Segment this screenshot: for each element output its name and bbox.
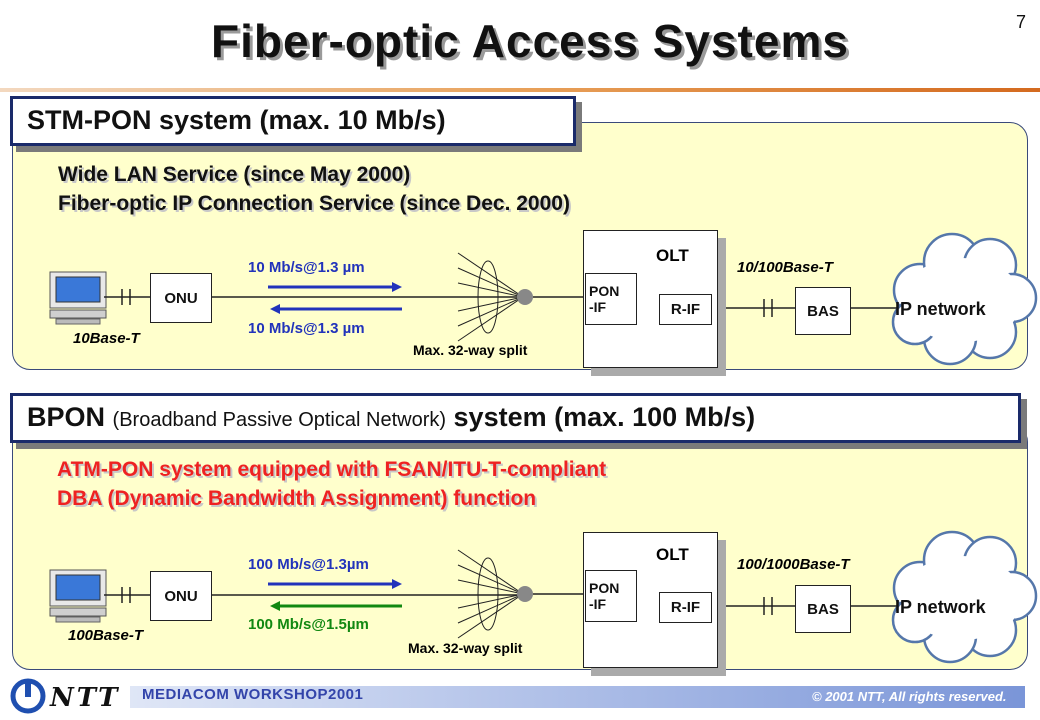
stm-pon-header-text: STM-PON system (max. 10 Mb/s) xyxy=(27,105,446,135)
bpon-description: ATM-PON system equipped with FSAN/ITU-T-… xyxy=(57,455,606,513)
stm-pon-if-label-1: PON xyxy=(589,283,620,299)
stm-upstream-arrow xyxy=(270,304,402,314)
bpon-header-tail: system (max. 100 Mb/s) xyxy=(453,402,756,432)
stm-pon-if-label-2: -IF xyxy=(589,299,607,315)
bpon-description-line-1: ATM-PON system equipped with FSAN/ITU-T-… xyxy=(57,458,607,481)
stm-onu-label: ONU xyxy=(164,289,198,307)
page-number: 7 xyxy=(1015,12,1026,32)
bpon-panel xyxy=(12,424,1028,670)
bpon-header-sub: (Broadband Passive Optical Network) xyxy=(112,409,447,431)
stm-olt-label: OLT xyxy=(656,246,689,265)
stm-computer-icon xyxy=(49,271,107,325)
bpon-onu-label: ONU xyxy=(164,587,198,605)
stm-bas-label: BAS xyxy=(807,302,839,320)
stm-downstream-arrow xyxy=(268,282,402,292)
stm-pon-if-box: PON -IF xyxy=(585,273,637,325)
ntt-logo-text: NTT xyxy=(50,683,121,713)
stm-client-label: 10Base-T xyxy=(73,330,140,347)
stm-ip-network-label: IP network xyxy=(895,299,986,319)
bpon-downstream-rate: 100 Mb/s@1.3µm xyxy=(248,556,369,573)
stm-splitter-icon xyxy=(457,252,533,342)
bpon-uplink-label: 100/1000Base-T xyxy=(737,556,850,573)
stm-downstream-rate: 10 Mb/s@1.3 µm xyxy=(248,259,365,276)
bpon-olt-label: OLT xyxy=(656,545,689,564)
stm-r-if-label: R-IF xyxy=(670,301,701,318)
bpon-description-line-2: DBA (Dynamic Bandwidth Assignment) funct… xyxy=(57,487,537,510)
footer-bar xyxy=(130,686,1025,708)
stm-pon-panel xyxy=(12,122,1028,370)
slide-title: Fiber-optic Access Systems xyxy=(211,15,849,67)
stm-uplink-label: 10/100Base-T xyxy=(737,259,833,276)
bpon-pon-if-label-1: PON xyxy=(589,580,620,596)
stm-onu-box: ONU xyxy=(150,273,212,323)
bpon-bas-label: BAS xyxy=(807,600,839,618)
stm-split-label: Max. 32-way split xyxy=(413,342,528,358)
bpon-downstream-arrow xyxy=(268,579,402,589)
stm-upstream-rate: 10 Mb/s@1.3 µm xyxy=(248,320,365,337)
title-divider xyxy=(0,88,1040,92)
stm-description-line-2: Fiber-optic IP Connection Service (since… xyxy=(58,192,570,215)
bpon-bas-box: BAS xyxy=(795,585,851,633)
stm-pon-header: STM-PON system (max. 10 Mb/s) xyxy=(10,96,576,146)
bpon-r-if-box: R-IF xyxy=(659,592,712,623)
bpon-r-if-label: R-IF xyxy=(670,599,701,616)
footer-workshop: MEDIACOM WORKSHOP2001 xyxy=(142,686,364,703)
stm-r-if-box: R-IF xyxy=(659,294,712,325)
stm-description: Wide LAN Service (since May 2000) Fiber-… xyxy=(58,160,570,218)
bpon-header-main: BPON xyxy=(27,402,106,432)
footer-copyright: © 2001 NTT, All rights reserved. xyxy=(812,689,1007,704)
bpon-upstream-rate: 100 Mb/s@1.5µm xyxy=(248,616,369,633)
bpon-onu-box: ONU xyxy=(150,571,212,621)
bpon-client-label: 100Base-T xyxy=(68,627,144,644)
ntt-logo-icon xyxy=(10,678,46,714)
bpon-ip-network-label: IP network xyxy=(895,597,986,617)
bpon-computer-icon xyxy=(49,569,107,623)
bpon-pon-if-label-2: -IF xyxy=(589,596,607,612)
bpon-header: BPON (Broadband Passive Optical Network)… xyxy=(10,393,1021,443)
bpon-split-label: Max. 32-way split xyxy=(408,640,523,656)
bpon-upstream-arrow xyxy=(270,601,402,611)
stm-bas-box: BAS xyxy=(795,287,851,335)
stm-description-line-1: Wide LAN Service (since May 2000) xyxy=(58,163,411,186)
bpon-pon-if-box: PON -IF xyxy=(585,570,637,622)
bpon-splitter-icon xyxy=(457,549,533,639)
